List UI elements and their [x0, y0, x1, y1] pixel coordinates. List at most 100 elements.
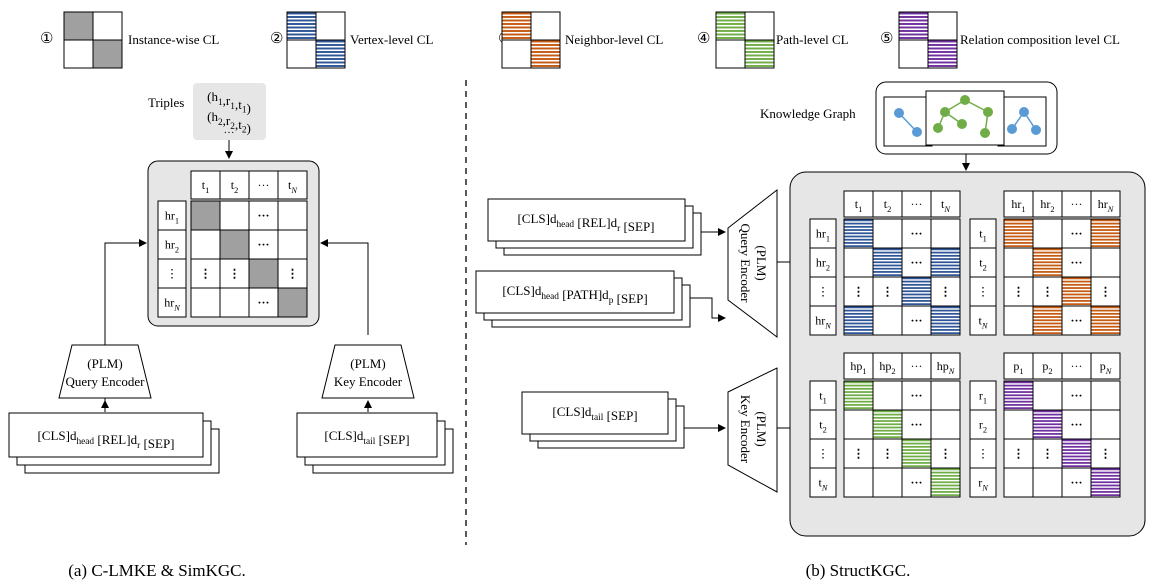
cell-ellipsis: ··· [1070, 389, 1082, 403]
stripe [844, 232, 873, 235]
stripe [931, 325, 960, 328]
legend-label: Vertex-level CL [350, 32, 433, 47]
stripe [928, 54, 957, 57]
matrix-cell-positive [219, 229, 250, 260]
row-header [157, 287, 187, 318]
stripe [844, 225, 873, 228]
stripe [931, 271, 960, 273]
matrix-cell-positive [277, 287, 308, 318]
matrix-cell [1032, 218, 1063, 249]
cell-ellipsis: ··· [910, 418, 922, 432]
stripe [1004, 235, 1033, 238]
matrix-label: tN [819, 476, 828, 493]
stripe [1062, 449, 1091, 451]
stripe [1091, 332, 1120, 335]
stripe [1091, 242, 1120, 244]
cell-ellipsis: ··· [910, 314, 922, 328]
stripe [844, 316, 873, 318]
input-tail-stack: [CLS]dtail [SEP] [521, 391, 685, 449]
stripe [316, 44, 345, 46]
stripe [502, 16, 531, 18]
row-header [809, 218, 837, 249]
row-header [969, 276, 997, 307]
stripe [844, 404, 873, 406]
query-encoder-b [727, 188, 778, 339]
stripe [1033, 413, 1062, 416]
stripe [899, 33, 928, 36]
matrix-label: hp1 [850, 359, 866, 376]
stripe [902, 283, 931, 286]
row-header [969, 438, 997, 469]
stripe [931, 254, 960, 257]
row-header [157, 258, 187, 289]
stripe [531, 40, 560, 43]
stripe [1004, 238, 1033, 241]
row-header [809, 438, 837, 469]
matrix-cell [843, 247, 874, 278]
legend-number: ① [40, 31, 53, 47]
matrix-cell [1003, 438, 1034, 469]
matrix-cell [930, 409, 961, 440]
stripe [899, 30, 928, 32]
stripe [287, 26, 316, 29]
stripe [1033, 312, 1062, 315]
input-path-stack: [CLS]dhead [PATH]dp [SEP] [475, 270, 691, 328]
stripe [902, 465, 931, 468]
stripe [928, 44, 957, 46]
stripe [931, 468, 960, 471]
stripe [716, 16, 745, 18]
stripe [902, 293, 931, 296]
stripe [287, 33, 316, 36]
stripe [1033, 332, 1062, 335]
stripe [1091, 474, 1120, 477]
matrix-cell [1061, 409, 1092, 440]
stripe [316, 61, 345, 64]
stripe [873, 264, 902, 267]
stripe [1004, 381, 1033, 384]
stripe [1091, 468, 1120, 471]
stripe [931, 306, 960, 309]
stripe [1004, 242, 1033, 244]
matrix-cell-border [744, 39, 775, 69]
cell-ellipsis: ⋮ [287, 267, 299, 281]
stripe [1004, 229, 1033, 231]
stripe [873, 261, 902, 264]
stripe [1091, 225, 1120, 228]
stripe [1033, 429, 1062, 432]
stripe [928, 65, 957, 67]
stripe [931, 332, 960, 335]
stripe [873, 271, 902, 273]
stripe [1033, 420, 1062, 422]
legend-label: Instance-wise CL [128, 32, 219, 47]
stripe [1004, 407, 1033, 410]
svg-text:(PLM): (PLM) [754, 245, 769, 280]
stripe [1033, 426, 1062, 429]
stripe [844, 319, 873, 322]
triples-ellipsis: ··· [224, 127, 235, 139]
matrix-label: hr2 [165, 238, 179, 255]
stripe [844, 391, 873, 393]
cell-ellipsis: ⋮ [882, 285, 894, 299]
row-header [809, 247, 837, 278]
stripe [1004, 245, 1033, 248]
stripe [931, 274, 960, 277]
matrix-cell-border [1090, 305, 1121, 336]
matrix-label: r2 [979, 418, 987, 435]
matrix-cell [1090, 409, 1121, 440]
stripe [1062, 439, 1091, 442]
stripe [1091, 329, 1120, 331]
stripe [502, 33, 531, 36]
stripe [1033, 251, 1062, 254]
stripe [1033, 264, 1062, 267]
stripe [287, 16, 316, 18]
stripe [902, 439, 931, 442]
stripe [1004, 387, 1033, 390]
matrix-cell [1003, 247, 1034, 278]
matrix-cell-positive [190, 200, 221, 231]
matrix-cell [1003, 467, 1034, 498]
